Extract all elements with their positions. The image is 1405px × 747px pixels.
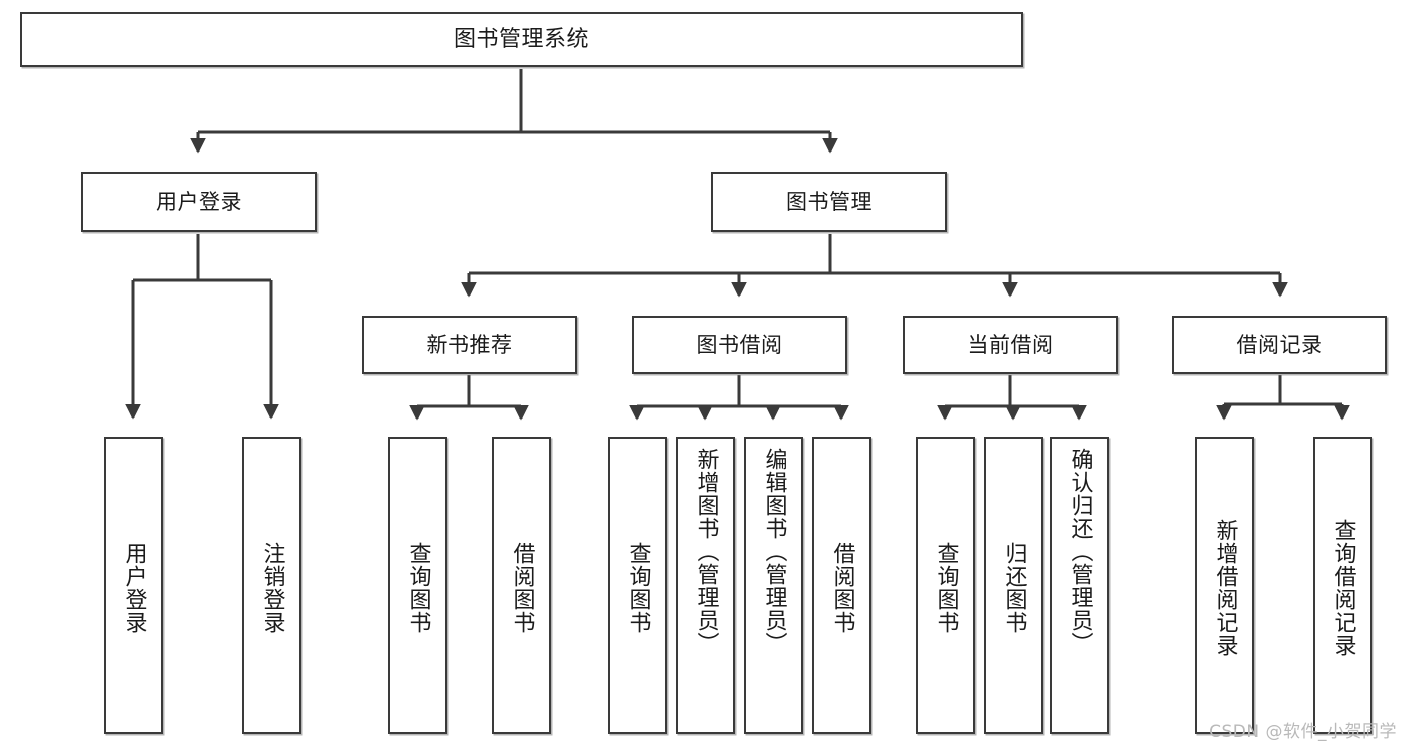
node-user-login[interactable]: 用户登录 xyxy=(81,172,317,232)
leaf-current-borrow-query-label: 查询图书 xyxy=(933,541,959,634)
leaf-new-book-borrow[interactable]: 借阅图书 xyxy=(492,437,551,734)
leaf-book-borrow-borrow[interactable]: 借阅图书 xyxy=(812,437,871,734)
leaf-user-login-signin[interactable]: 用户登录 xyxy=(104,437,163,734)
node-current-borrow[interactable]: 当前借阅 xyxy=(903,316,1118,374)
leaf-inner: 用户登录 xyxy=(106,443,161,732)
leaf-inner: 查询图书 xyxy=(390,443,445,732)
leaf-borrow-record-query-label: 查询借阅记录 xyxy=(1330,518,1356,657)
leaf-book-borrow-edit-label: 编辑图书（管理员） xyxy=(761,448,787,655)
node-book-management[interactable]: 图书管理 xyxy=(711,172,947,232)
leaf-user-login-signout-label: 注销登录 xyxy=(259,541,285,634)
leaf-inner: 确认归还（管理员） xyxy=(1052,443,1107,737)
node-borrow-record[interactable]: 借阅记录 xyxy=(1172,316,1387,374)
leaf-inner: 新增借阅记录 xyxy=(1197,443,1252,732)
leaf-new-book-query-label: 查询图书 xyxy=(405,541,431,634)
leaf-new-book-borrow-label: 借阅图书 xyxy=(509,541,535,634)
node-book-borrow-label: 图书借阅 xyxy=(696,332,783,357)
leaf-new-book-query[interactable]: 查询图书 xyxy=(388,437,447,734)
leaf-current-borrow-return[interactable]: 归还图书 xyxy=(984,437,1043,734)
node-new-book-recommend-label: 新书推荐 xyxy=(426,332,513,357)
leaf-inner: 查询图书 xyxy=(610,443,665,732)
watermark-text: CSDN @软件_小贺同学 xyxy=(1209,722,1397,742)
leaf-inner: 查询借阅记录 xyxy=(1315,443,1370,732)
node-root-label: 图书管理系统 xyxy=(453,26,589,52)
leaf-borrow-record-query[interactable]: 查询借阅记录 xyxy=(1313,437,1372,734)
leaf-inner: 借阅图书 xyxy=(814,443,869,732)
leaf-current-borrow-confirm-label: 确认归还（管理员） xyxy=(1067,448,1093,655)
leaf-book-borrow-query[interactable]: 查询图书 xyxy=(608,437,667,734)
leaf-user-login-signin-label: 用户登录 xyxy=(121,541,147,634)
leaf-inner: 编辑图书（管理员） xyxy=(746,443,801,737)
node-book-management-label: 图书管理 xyxy=(786,189,872,214)
leaf-inner: 查询图书 xyxy=(918,443,973,732)
node-root[interactable]: 图书管理系统 xyxy=(20,12,1023,67)
node-current-borrow-label: 当前借阅 xyxy=(967,332,1054,357)
node-new-book-recommend[interactable]: 新书推荐 xyxy=(362,316,577,374)
leaf-user-login-signout[interactable]: 注销登录 xyxy=(242,437,301,734)
leaf-current-borrow-confirm[interactable]: 确认归还（管理员） xyxy=(1050,437,1109,734)
node-book-borrow[interactable]: 图书借阅 xyxy=(632,316,847,374)
leaf-borrow-record-add[interactable]: 新增借阅记录 xyxy=(1195,437,1254,734)
leaf-book-borrow-add-label: 新增图书（管理员） xyxy=(693,448,719,655)
leaf-borrow-record-add-label: 新增借阅记录 xyxy=(1212,518,1238,657)
leaf-inner: 新增图书（管理员） xyxy=(678,443,733,737)
leaf-book-borrow-query-label: 查询图书 xyxy=(625,541,651,634)
leaf-book-borrow-borrow-label: 借阅图书 xyxy=(829,541,855,634)
leaf-inner: 归还图书 xyxy=(986,443,1041,732)
leaf-book-borrow-add[interactable]: 新增图书（管理员） xyxy=(676,437,735,734)
leaf-current-borrow-query[interactable]: 查询图书 xyxy=(916,437,975,734)
leaf-inner: 注销登录 xyxy=(244,443,299,732)
node-borrow-record-label: 借阅记录 xyxy=(1236,332,1323,357)
node-user-login-label: 用户登录 xyxy=(156,189,242,214)
leaf-book-borrow-edit[interactable]: 编辑图书（管理员） xyxy=(744,437,803,734)
leaf-current-borrow-return-label: 归还图书 xyxy=(1001,541,1027,634)
leaf-inner: 借阅图书 xyxy=(494,443,549,732)
